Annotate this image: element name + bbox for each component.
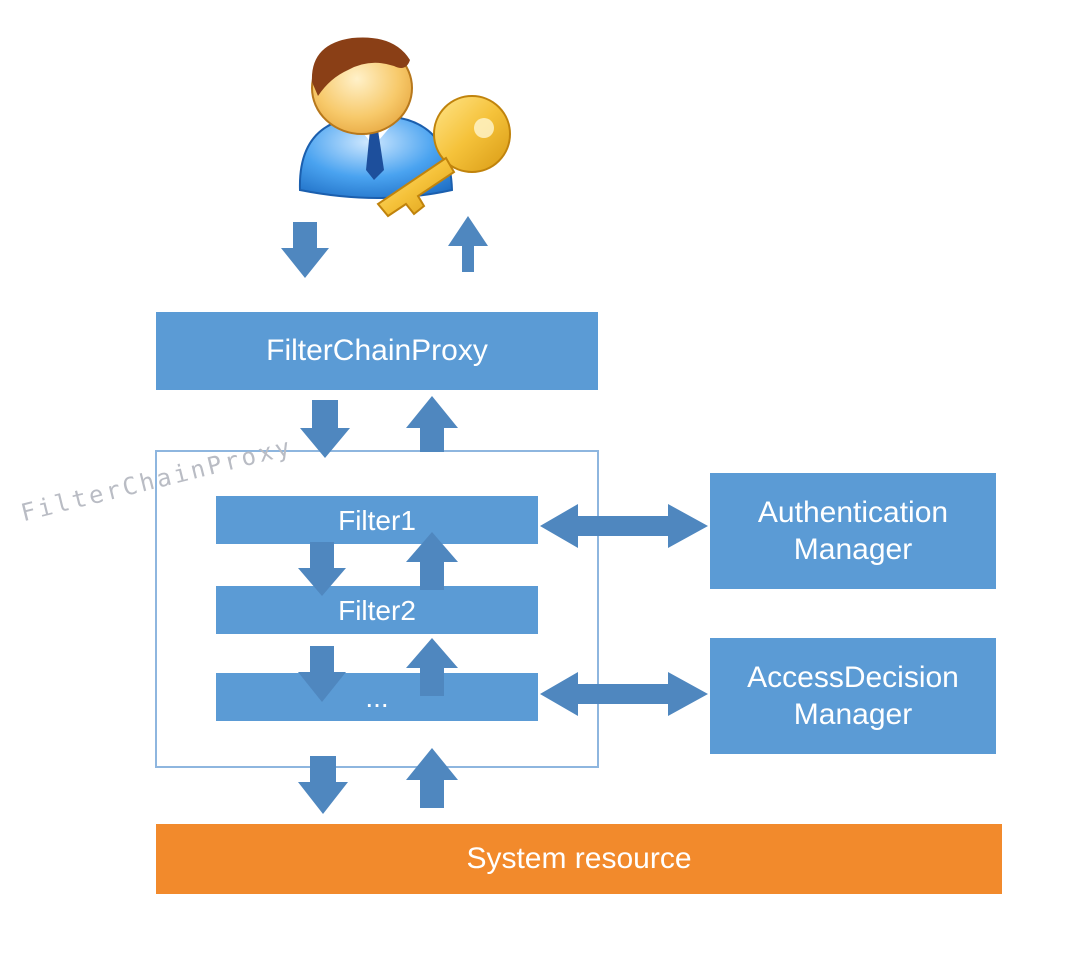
arrow-down-icon xyxy=(298,646,346,702)
double-arrow-icon xyxy=(540,504,708,548)
authentication-manager-line2: Manager xyxy=(793,533,913,566)
arrow-up-icon xyxy=(406,396,458,452)
filter-more-box: ... xyxy=(216,673,538,721)
filter-1-box: Filter1 xyxy=(216,496,538,544)
authentication-manager-box: Authentication Manager xyxy=(710,473,996,589)
authentication-manager-line1: Authentication xyxy=(757,495,949,529)
system-resource-box: System resource xyxy=(156,824,1002,894)
arrow-down-icon xyxy=(298,542,346,596)
arrow-down-icon xyxy=(300,400,350,458)
arrow-down-icon xyxy=(281,222,329,278)
filter-2-box: Filter2 xyxy=(216,586,538,634)
system-resource-label: System resource xyxy=(466,842,692,876)
arrow-up-icon xyxy=(406,748,458,808)
arrow-up-icon xyxy=(406,532,458,590)
access-decision-manager-line1: AccessDecision xyxy=(747,660,959,694)
double-arrow-icon xyxy=(540,672,708,716)
filter-more-label: ... xyxy=(365,681,389,713)
access-decision-manager-line2: Manager xyxy=(793,698,913,731)
arrow-up-icon xyxy=(448,216,488,272)
filter-chain-frame xyxy=(155,450,599,768)
arrow-up-icon xyxy=(406,638,458,696)
filter-2-label: Filter2 xyxy=(338,594,416,626)
filter-chain-proxy-box: FilterChainProxy xyxy=(156,312,598,390)
filter-chain-proxy-label: FilterChainProxy xyxy=(266,334,488,368)
arrow-down-icon xyxy=(298,756,348,814)
filter-1-label: Filter1 xyxy=(338,504,416,536)
access-decision-manager-box: AccessDecision Manager xyxy=(710,638,996,754)
